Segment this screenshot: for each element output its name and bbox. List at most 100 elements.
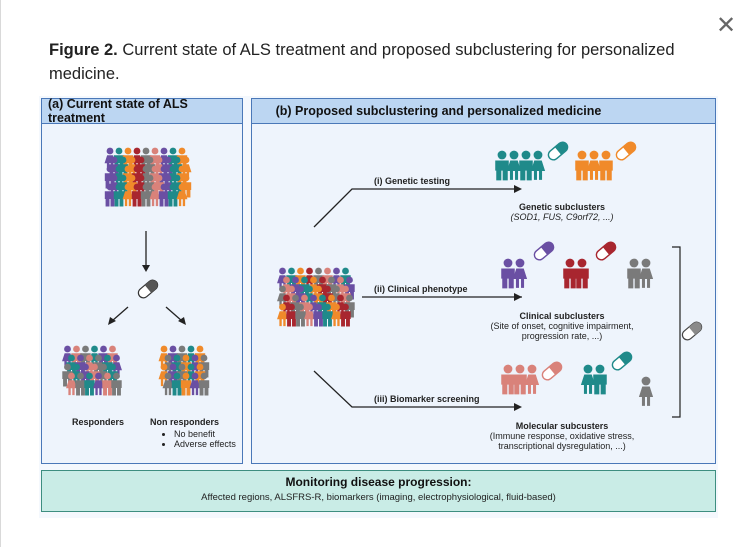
- person-icon: [176, 183, 188, 207]
- person-icon: [599, 150, 613, 181]
- non-responders-label: Non responders: [150, 417, 220, 427]
- crowd-patient-cohort: [277, 267, 355, 327]
- pill-icon: [137, 279, 159, 299]
- pill-icon: [547, 141, 569, 161]
- figure-caption: Figure 2. Current state of ALS treatment…: [49, 38, 709, 86]
- person-icon: [102, 372, 113, 396]
- bullet-no-benefit: No benefit: [174, 429, 236, 439]
- person-icon: [638, 376, 654, 406]
- clinical-subclusters-desc-1: (Site of onset, cognitive impairment,: [490, 321, 634, 331]
- molecular-subclusters-desc-1: (Immune response, oxidative stress,: [489, 431, 635, 441]
- person-icon: [501, 258, 515, 289]
- person-icon: [171, 372, 183, 396]
- person-icon: [563, 258, 577, 289]
- molecular-subclusters-block: Molecular subcusters (Immune response, o…: [464, 421, 660, 451]
- monitoring-text: Affected regions, ALSFRS-R, biomarkers (…: [201, 492, 556, 503]
- molecular-subclusters-title: Molecular subcusters: [515, 421, 609, 431]
- caption-text: Current state of ALS treatment and propo…: [49, 41, 675, 83]
- biomarker-screening-label: (iii) Biomarker screening: [374, 394, 480, 404]
- genetic-subclusters-title: Genetic subclusters: [518, 202, 606, 212]
- person-icon: [93, 372, 104, 396]
- panel-a: (a) Current state of ALS treatment: [41, 97, 243, 464]
- person-icon: [104, 183, 116, 207]
- arrow-genetic-icon: [313, 185, 522, 228]
- pill-icon: [615, 141, 637, 161]
- person-icon: [322, 303, 333, 327]
- responders-label: Responders: [72, 417, 125, 427]
- arrow-biomarker-icon: [313, 370, 522, 411]
- person-icon: [586, 150, 602, 180]
- clinical-subclusters-desc-2: progression rate, ...): [521, 331, 603, 341]
- person-icon: [66, 372, 77, 396]
- monitoring-box: Monitoring disease progression: Affected…: [41, 470, 716, 512]
- molecular-subclusters-desc-2: transcriptional dysregulation, ...): [498, 441, 626, 451]
- panel-b-title: (b) Proposed subclustering and personali…: [252, 99, 715, 124]
- molecular-subgroup-figures: [501, 351, 654, 406]
- genetic-subgroup-figures: [495, 141, 637, 181]
- person-icon: [167, 183, 179, 207]
- person-icon: [513, 364, 527, 395]
- person-icon: [575, 150, 589, 181]
- clinical-subclusters-block: Clinical subclusters (Site of onset, cog…: [464, 311, 660, 341]
- person-icon: [638, 258, 654, 288]
- crowd-responders: [62, 345, 122, 396]
- caption-label: Figure 2.: [49, 41, 118, 59]
- person-icon: [495, 150, 509, 181]
- person-icon: [580, 364, 596, 394]
- pill-icon: [533, 241, 555, 261]
- person-icon: [506, 150, 522, 180]
- person-icon: [313, 303, 324, 327]
- person-icon: [198, 372, 210, 396]
- crowd-all-patients: [104, 147, 192, 207]
- person-icon: [277, 303, 288, 327]
- person-icon: [519, 150, 533, 181]
- panel-b: (b) Proposed subclustering and personali…: [251, 98, 716, 464]
- non-responder-bullets: No benefit Adverse effects: [160, 429, 236, 449]
- person-icon: [501, 364, 515, 395]
- person-icon: [340, 303, 351, 327]
- pill-icon: [681, 321, 703, 341]
- pill-icon: [541, 361, 563, 381]
- bullet-adverse-effects: Adverse effects: [174, 439, 236, 449]
- figure-2: (a) Current state of ALS treatment: [39, 96, 718, 518]
- person-icon: [286, 303, 297, 327]
- close-icon[interactable]: ✕: [715, 11, 737, 39]
- monitoring-title: Monitoring disease progression:: [285, 475, 472, 489]
- person-icon: [149, 183, 161, 207]
- person-icon: [593, 364, 607, 395]
- clinical-subgroup-figures: [501, 241, 654, 289]
- panel-b-illustration: [277, 141, 703, 418]
- person-icon: [304, 303, 315, 327]
- arrow-left-down-icon: [108, 306, 129, 325]
- person-icon: [530, 150, 546, 180]
- person-icon: [512, 258, 528, 288]
- bracket-icon: [672, 246, 681, 418]
- pill-icon: [595, 241, 617, 261]
- person-icon: [627, 258, 641, 289]
- person-icon: [162, 372, 174, 396]
- panel-a-illustration: [62, 147, 210, 396]
- clinical-phenotype-label: (ii) Clinical phenotype: [374, 284, 468, 294]
- pill-icon: [611, 351, 633, 371]
- person-icon: [111, 372, 122, 396]
- panel-a-title: (a) Current state of ALS treatment: [42, 97, 242, 125]
- person-icon: [331, 303, 342, 327]
- arrow-clinical-icon: [362, 293, 522, 301]
- arrow-right-down-icon: [165, 306, 186, 325]
- person-icon: [575, 258, 589, 289]
- person-icon: [84, 372, 95, 396]
- person-icon: [295, 303, 306, 327]
- person-icon: [113, 183, 125, 207]
- person-icon: [189, 372, 201, 396]
- person-icon: [158, 183, 170, 207]
- person-icon: [131, 183, 143, 207]
- person-icon: [524, 364, 540, 394]
- person-icon: [180, 372, 192, 396]
- genetic-subclusters-block: Genetic subclusters (SOD1, FUS, C9orf72,…: [472, 202, 652, 222]
- crowd-non-responders: [158, 345, 210, 396]
- person-icon: [75, 372, 86, 396]
- person-icon: [122, 183, 134, 207]
- person-icon: [140, 183, 152, 207]
- genetic-testing-label: (i) Genetic testing: [374, 176, 451, 186]
- clinical-subclusters-title: Clinical subclusters: [519, 311, 605, 321]
